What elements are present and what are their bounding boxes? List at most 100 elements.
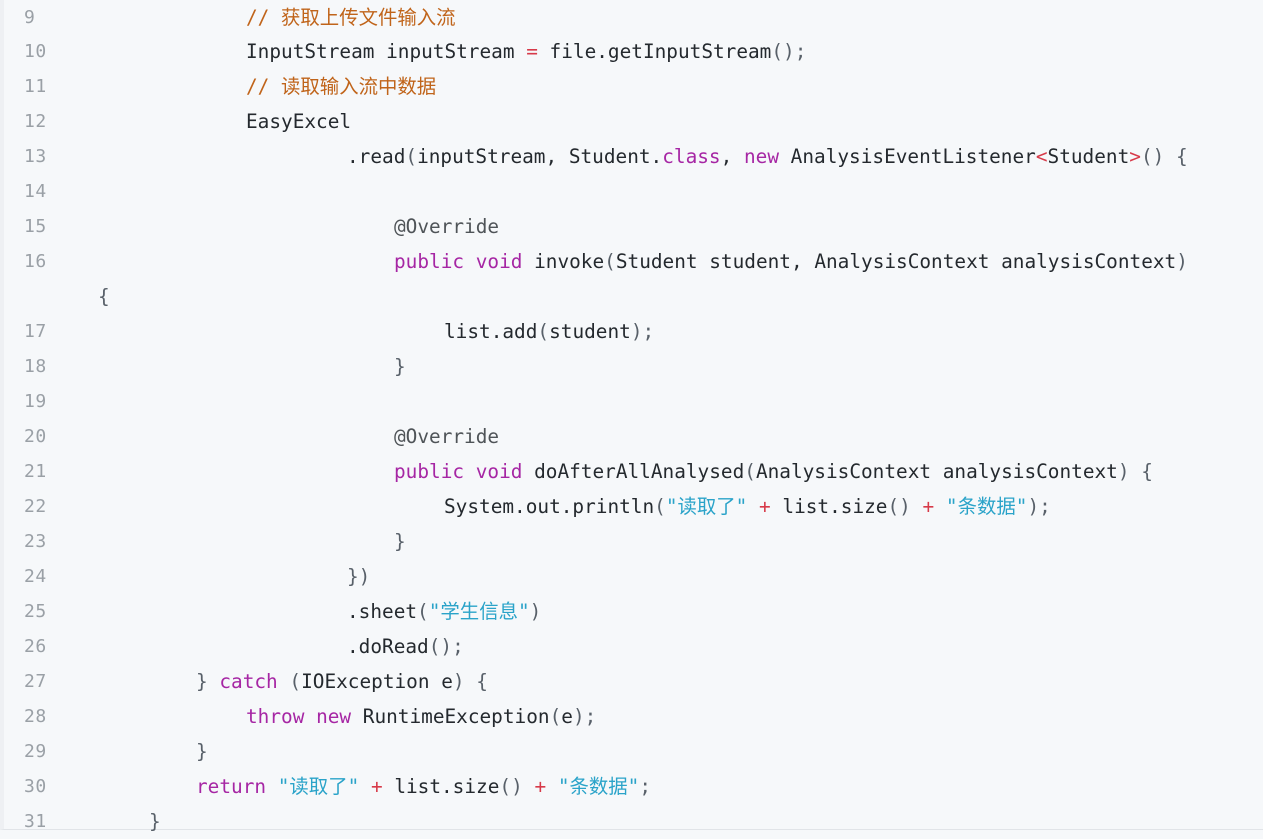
code-token-punct: ); [630, 320, 655, 343]
code-text: EasyExcel [246, 104, 351, 139]
code-token-punct: } [394, 530, 406, 553]
line-number: 24 [24, 566, 47, 587]
code-line: 9 // 获取上传文件输入流 [4, 0, 1263, 35]
code-token-punct: ); [572, 705, 597, 728]
code-token-keyword: return [196, 775, 267, 798]
line-number: 23 [24, 531, 47, 552]
code-token-plain: invoke [522, 250, 605, 273]
line-number: 11 [24, 76, 47, 97]
code-token-punct: ( [289, 670, 302, 693]
code-text: } [196, 734, 208, 769]
code-token-annot: @Override [394, 425, 500, 448]
code-line: 29} [4, 734, 1263, 769]
code-line: 16 public void invoke(Student student, An… [4, 244, 1263, 279]
line-number: 29 [24, 741, 47, 762]
code-token-keyword: new [743, 145, 779, 168]
code-token-plain: inputStream, Student. [417, 145, 663, 168]
line-number: 10 [24, 41, 47, 62]
code-token-punct: ) { [1117, 460, 1153, 483]
code-text: }) [347, 559, 370, 594]
code-token-plain: student [549, 320, 631, 343]
code-text: throw new RuntimeException(e); [246, 699, 596, 734]
code-token-punct: (); [428, 635, 464, 658]
code-token-punct: ( [654, 495, 666, 518]
code-token-punct: }) [347, 565, 371, 588]
code-token-plain [546, 775, 558, 798]
code-line: { [4, 279, 1263, 314]
code-token-keyword: void [475, 460, 523, 483]
code-token-punct: } [394, 355, 406, 378]
code-text: { [98, 279, 110, 314]
code-token-string: "条数据" [557, 775, 640, 798]
code-text: // 读取输入流中数据 [246, 69, 436, 104]
code-token-plain: Student [1047, 145, 1130, 168]
code-text: } catch (IOException e) { [196, 664, 488, 699]
line-number: 31 [24, 811, 47, 832]
code-token-punct: } [196, 740, 208, 763]
code-token-plain: IOException e [301, 670, 453, 693]
code-token-punct: ( [549, 705, 562, 728]
code-token-punct: () { [1140, 145, 1188, 168]
code-token-plain: System.out.println [444, 495, 655, 518]
code-line: 25.sheet("学生信息") [4, 594, 1263, 629]
code-text: // 获取上传文件输入流 [246, 0, 456, 35]
code-text: } [149, 804, 161, 839]
code-line: 19 [4, 384, 1263, 419]
code-token-keyword: public [394, 250, 465, 273]
code-text: } [394, 349, 406, 384]
code-token-plain: AnalysisContext analysisContext [755, 460, 1118, 483]
code-line: 23} [4, 524, 1263, 559]
code-token-punct: ; [639, 775, 652, 798]
code-line: 31} [4, 804, 1263, 839]
code-token-punct: (); [771, 40, 807, 63]
code-token-op: + [370, 775, 383, 798]
line-number: 18 [24, 356, 47, 377]
code-line: 24}) [4, 559, 1263, 594]
code-token-plain: doAfterAllAnalysed [522, 460, 745, 483]
code-token-punct: ( [417, 600, 429, 623]
code-token-plain: RuntimeException [351, 705, 550, 728]
line-number: 20 [24, 426, 47, 447]
code-line: 13.read(inputStream, Student.class, new … [4, 139, 1263, 174]
line-number: 16 [24, 251, 47, 272]
line-number: 22 [24, 496, 47, 517]
code-token-plain: .read [347, 145, 406, 168]
code-line: 18} [4, 349, 1263, 384]
code-token-string: "读取了" [277, 775, 360, 798]
code-token-keyword: void [475, 250, 523, 273]
code-token-punct: () [499, 775, 523, 798]
code-token-plain [747, 495, 759, 518]
code-text: public void invoke(Student student, Anal… [394, 244, 1188, 279]
code-token-string: "学生信息" [428, 600, 530, 623]
line-number: 9 [24, 7, 36, 28]
code-token-punct: } [196, 670, 220, 693]
code-text: .read(inputStream, Student.class, new An… [347, 139, 1188, 174]
code-token-op: + [922, 495, 935, 518]
code-token-comment: // 读取输入流中数据 [246, 75, 437, 98]
code-token-string: "读取了" [665, 495, 748, 518]
code-token-punct: ); [1027, 495, 1051, 518]
code-line: 20 @Override [4, 419, 1263, 454]
code-text: System.out.println("读取了" + list.size() +… [444, 489, 1051, 524]
code-text: @Override [394, 419, 499, 454]
line-number: 26 [24, 636, 47, 657]
line-number: 14 [24, 181, 47, 202]
code-token-punct: ) [1176, 250, 1188, 273]
code-line: 22 System.out.println("读取了" + list.size()… [4, 489, 1263, 524]
code-text: .doRead(); [347, 629, 464, 664]
code-token-plain: e [561, 705, 573, 728]
code-line: 26 .doRead(); [4, 629, 1263, 664]
line-number: 30 [24, 776, 47, 797]
code-token-plain: , [720, 145, 744, 168]
code-token-punct: ) { [452, 670, 488, 693]
code-line: 15@Override [4, 209, 1263, 244]
code-token-punct: ( [604, 250, 616, 273]
line-number: 19 [24, 391, 47, 412]
code-token-op: + [759, 495, 771, 518]
code-token-plain [464, 250, 476, 273]
